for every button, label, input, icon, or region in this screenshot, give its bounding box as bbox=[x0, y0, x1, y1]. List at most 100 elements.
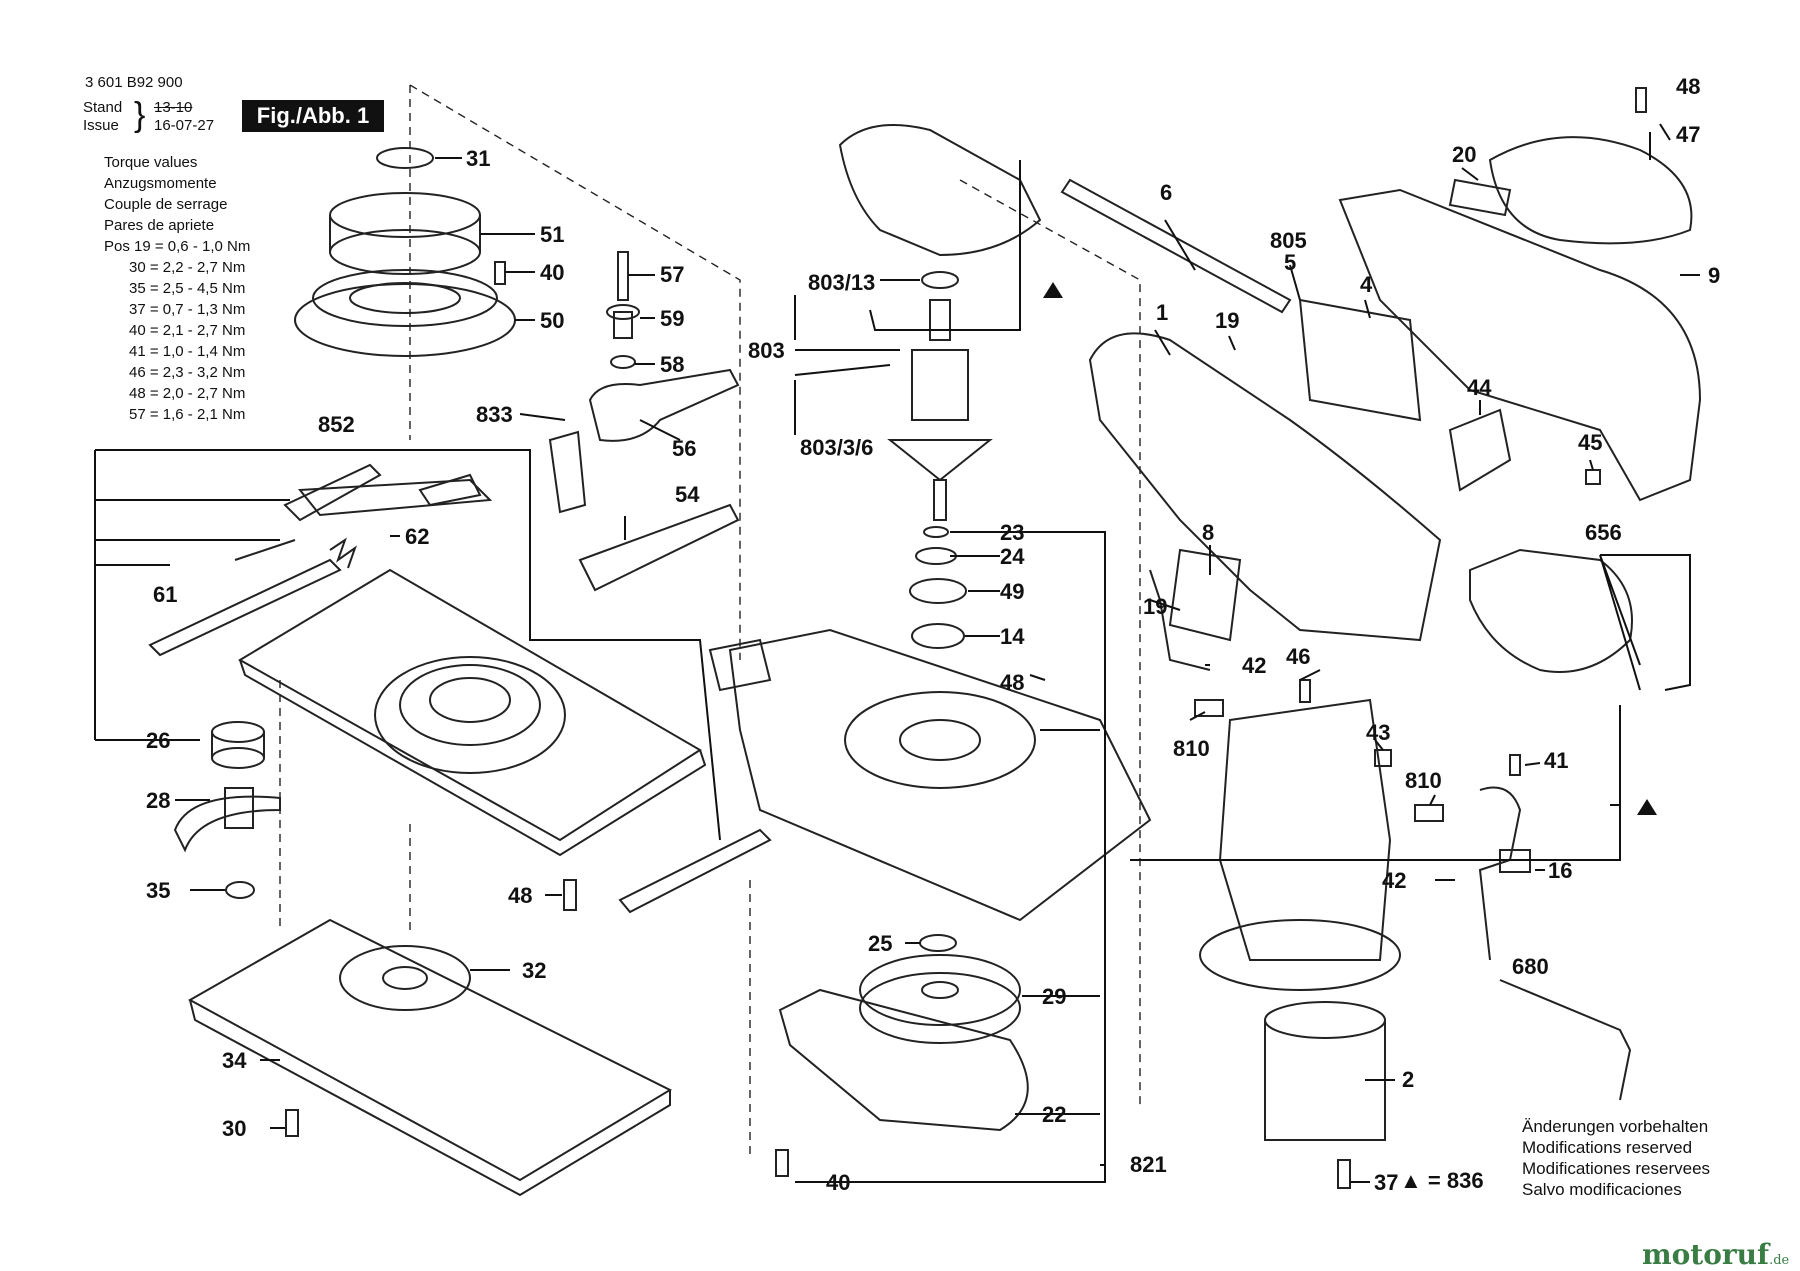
part-wire-42 bbox=[1149, 569, 1211, 671]
part-switch-5 bbox=[1298, 298, 1422, 422]
part-screw-48 bbox=[563, 879, 577, 911]
callout-19: 19 bbox=[1215, 308, 1239, 333]
callout-56: 56 bbox=[672, 436, 696, 461]
callout-803-3-6: 803/3/6 bbox=[800, 435, 873, 460]
part-screw-48 bbox=[1635, 87, 1647, 113]
callout-47: 47 bbox=[1676, 122, 1700, 147]
part-clamp-54 bbox=[578, 503, 740, 592]
watermark-text: motoruf bbox=[1642, 1238, 1770, 1271]
callout-821: 821 bbox=[1130, 1152, 1167, 1177]
callout-5: 5 bbox=[1284, 250, 1296, 275]
part-seal-51 bbox=[329, 192, 481, 275]
part-ring-31 bbox=[376, 147, 434, 169]
torque-title: Anzugsmomente bbox=[104, 175, 217, 192]
callout-2: 2 bbox=[1402, 1067, 1414, 1092]
part-screw-57 bbox=[617, 251, 629, 301]
part-hex-key-680 bbox=[1499, 979, 1632, 1101]
callout-51: 51 bbox=[540, 222, 564, 247]
part-cover-9 bbox=[1338, 188, 1702, 502]
part-lever-852 bbox=[283, 463, 493, 522]
torque-row: 40 = 2,1 - 2,7 Nm bbox=[104, 322, 246, 339]
part-fan-cover bbox=[838, 124, 1042, 257]
callout-48: 48 bbox=[508, 883, 532, 908]
callout-44: 44 bbox=[1467, 375, 1492, 400]
note-line: Modifications reserved bbox=[1522, 1138, 1693, 1157]
part-14 bbox=[911, 623, 965, 649]
callout-30: 30 bbox=[222, 1116, 246, 1141]
assembly-triangle-marker bbox=[1043, 282, 1063, 298]
callout-59: 59 bbox=[660, 306, 684, 331]
callout-31: 31 bbox=[466, 146, 490, 171]
part-clip-58 bbox=[610, 355, 636, 369]
part-housing-50 bbox=[294, 269, 516, 357]
callout-48: 48 bbox=[1000, 670, 1024, 695]
part-knob-44 bbox=[1448, 408, 1512, 492]
triangle-legend: ▲ = 836 bbox=[1400, 1168, 1484, 1193]
callout-14: 14 bbox=[1000, 624, 1025, 649]
callout-9: 9 bbox=[1708, 263, 1720, 288]
callout-4: 4 bbox=[1360, 272, 1373, 297]
assembly-triangle-marker bbox=[1637, 799, 1657, 815]
part-base-plate bbox=[238, 568, 707, 857]
callout-810: 810 bbox=[1173, 736, 1210, 761]
issue-value: 16-07-27 bbox=[154, 117, 215, 134]
part-gear-housing bbox=[708, 628, 1152, 922]
callout-803-13: 803/13 bbox=[808, 270, 875, 295]
assembly-guides bbox=[279, 84, 1141, 1160]
part-screw-40 bbox=[494, 261, 506, 285]
callout-42: 42 bbox=[1242, 653, 1266, 678]
callout-54: 54 bbox=[675, 482, 700, 507]
torque-table: Torque values Anzugsmomente Couple de se… bbox=[104, 152, 250, 425]
callout-42: 42 bbox=[1382, 868, 1406, 893]
callout-50: 50 bbox=[540, 308, 564, 333]
note-line: Modificationes reservees bbox=[1522, 1159, 1711, 1178]
part-shroud-22 bbox=[778, 988, 1029, 1132]
callout-26: 26 bbox=[146, 728, 170, 753]
torque-title: Pares de apriete bbox=[104, 217, 215, 234]
part-rod-61 bbox=[148, 558, 342, 657]
torque-row: 48 = 2,0 - 2,7 Nm bbox=[104, 385, 246, 402]
torque-title: Torque values bbox=[104, 154, 198, 171]
stand-label: Stand bbox=[83, 99, 123, 116]
callout-805: 805 bbox=[1270, 228, 1307, 253]
callout-35: 35 bbox=[146, 878, 170, 903]
torque-row: 46 = 2,3 - 3,2 Nm bbox=[104, 364, 246, 381]
callout-49: 49 bbox=[1000, 579, 1024, 604]
part-sleeve-59 bbox=[613, 311, 633, 339]
part-fan-29 bbox=[859, 954, 1021, 1044]
part-screw-30 bbox=[285, 1109, 299, 1137]
callout-680: 680 bbox=[1512, 954, 1549, 979]
torque-row: 37 = 0,7 - 1,3 Nm bbox=[104, 301, 246, 318]
modifications-note: Änderungen vorbehalten Modifications res… bbox=[1522, 1116, 1710, 1200]
callout-43: 43 bbox=[1366, 720, 1390, 745]
callout-40: 40 bbox=[540, 260, 564, 285]
torque-row: 30 = 2,2 - 2,7 Nm bbox=[104, 259, 246, 276]
callout-20: 20 bbox=[1452, 142, 1476, 167]
callout-62: 62 bbox=[405, 524, 429, 549]
part-41 bbox=[1509, 754, 1521, 776]
part-49 bbox=[909, 578, 967, 604]
callout-28: 28 bbox=[146, 788, 170, 813]
part-handle-bar bbox=[618, 828, 772, 914]
part-screw-37 bbox=[1337, 1159, 1351, 1189]
callout-41: 41 bbox=[1544, 748, 1568, 773]
part-clamp-56 bbox=[588, 368, 740, 442]
part-armature-803 bbox=[887, 271, 993, 521]
callout-32: 32 bbox=[522, 958, 546, 983]
part-45 bbox=[1585, 469, 1601, 485]
part-handle-656 bbox=[1469, 548, 1633, 673]
callout-810: 810 bbox=[1405, 768, 1442, 793]
note-line: Salvo modificaciones bbox=[1522, 1180, 1682, 1199]
callout-46: 46 bbox=[1286, 644, 1310, 669]
torque-row: Pos 19 = 0,6 - 1,0 Nm bbox=[104, 238, 251, 255]
callout-40: 40 bbox=[826, 1170, 850, 1195]
callout-833: 833 bbox=[476, 402, 513, 427]
callout-34: 34 bbox=[222, 1048, 247, 1073]
note-line: Änderungen vorbehalten bbox=[1522, 1117, 1709, 1136]
part-washer-59 bbox=[606, 304, 640, 320]
callout-656: 656 bbox=[1585, 520, 1622, 545]
part-spring-62 bbox=[329, 537, 357, 569]
callout-852: 852 bbox=[318, 412, 355, 437]
callout-22: 22 bbox=[1042, 1102, 1066, 1127]
